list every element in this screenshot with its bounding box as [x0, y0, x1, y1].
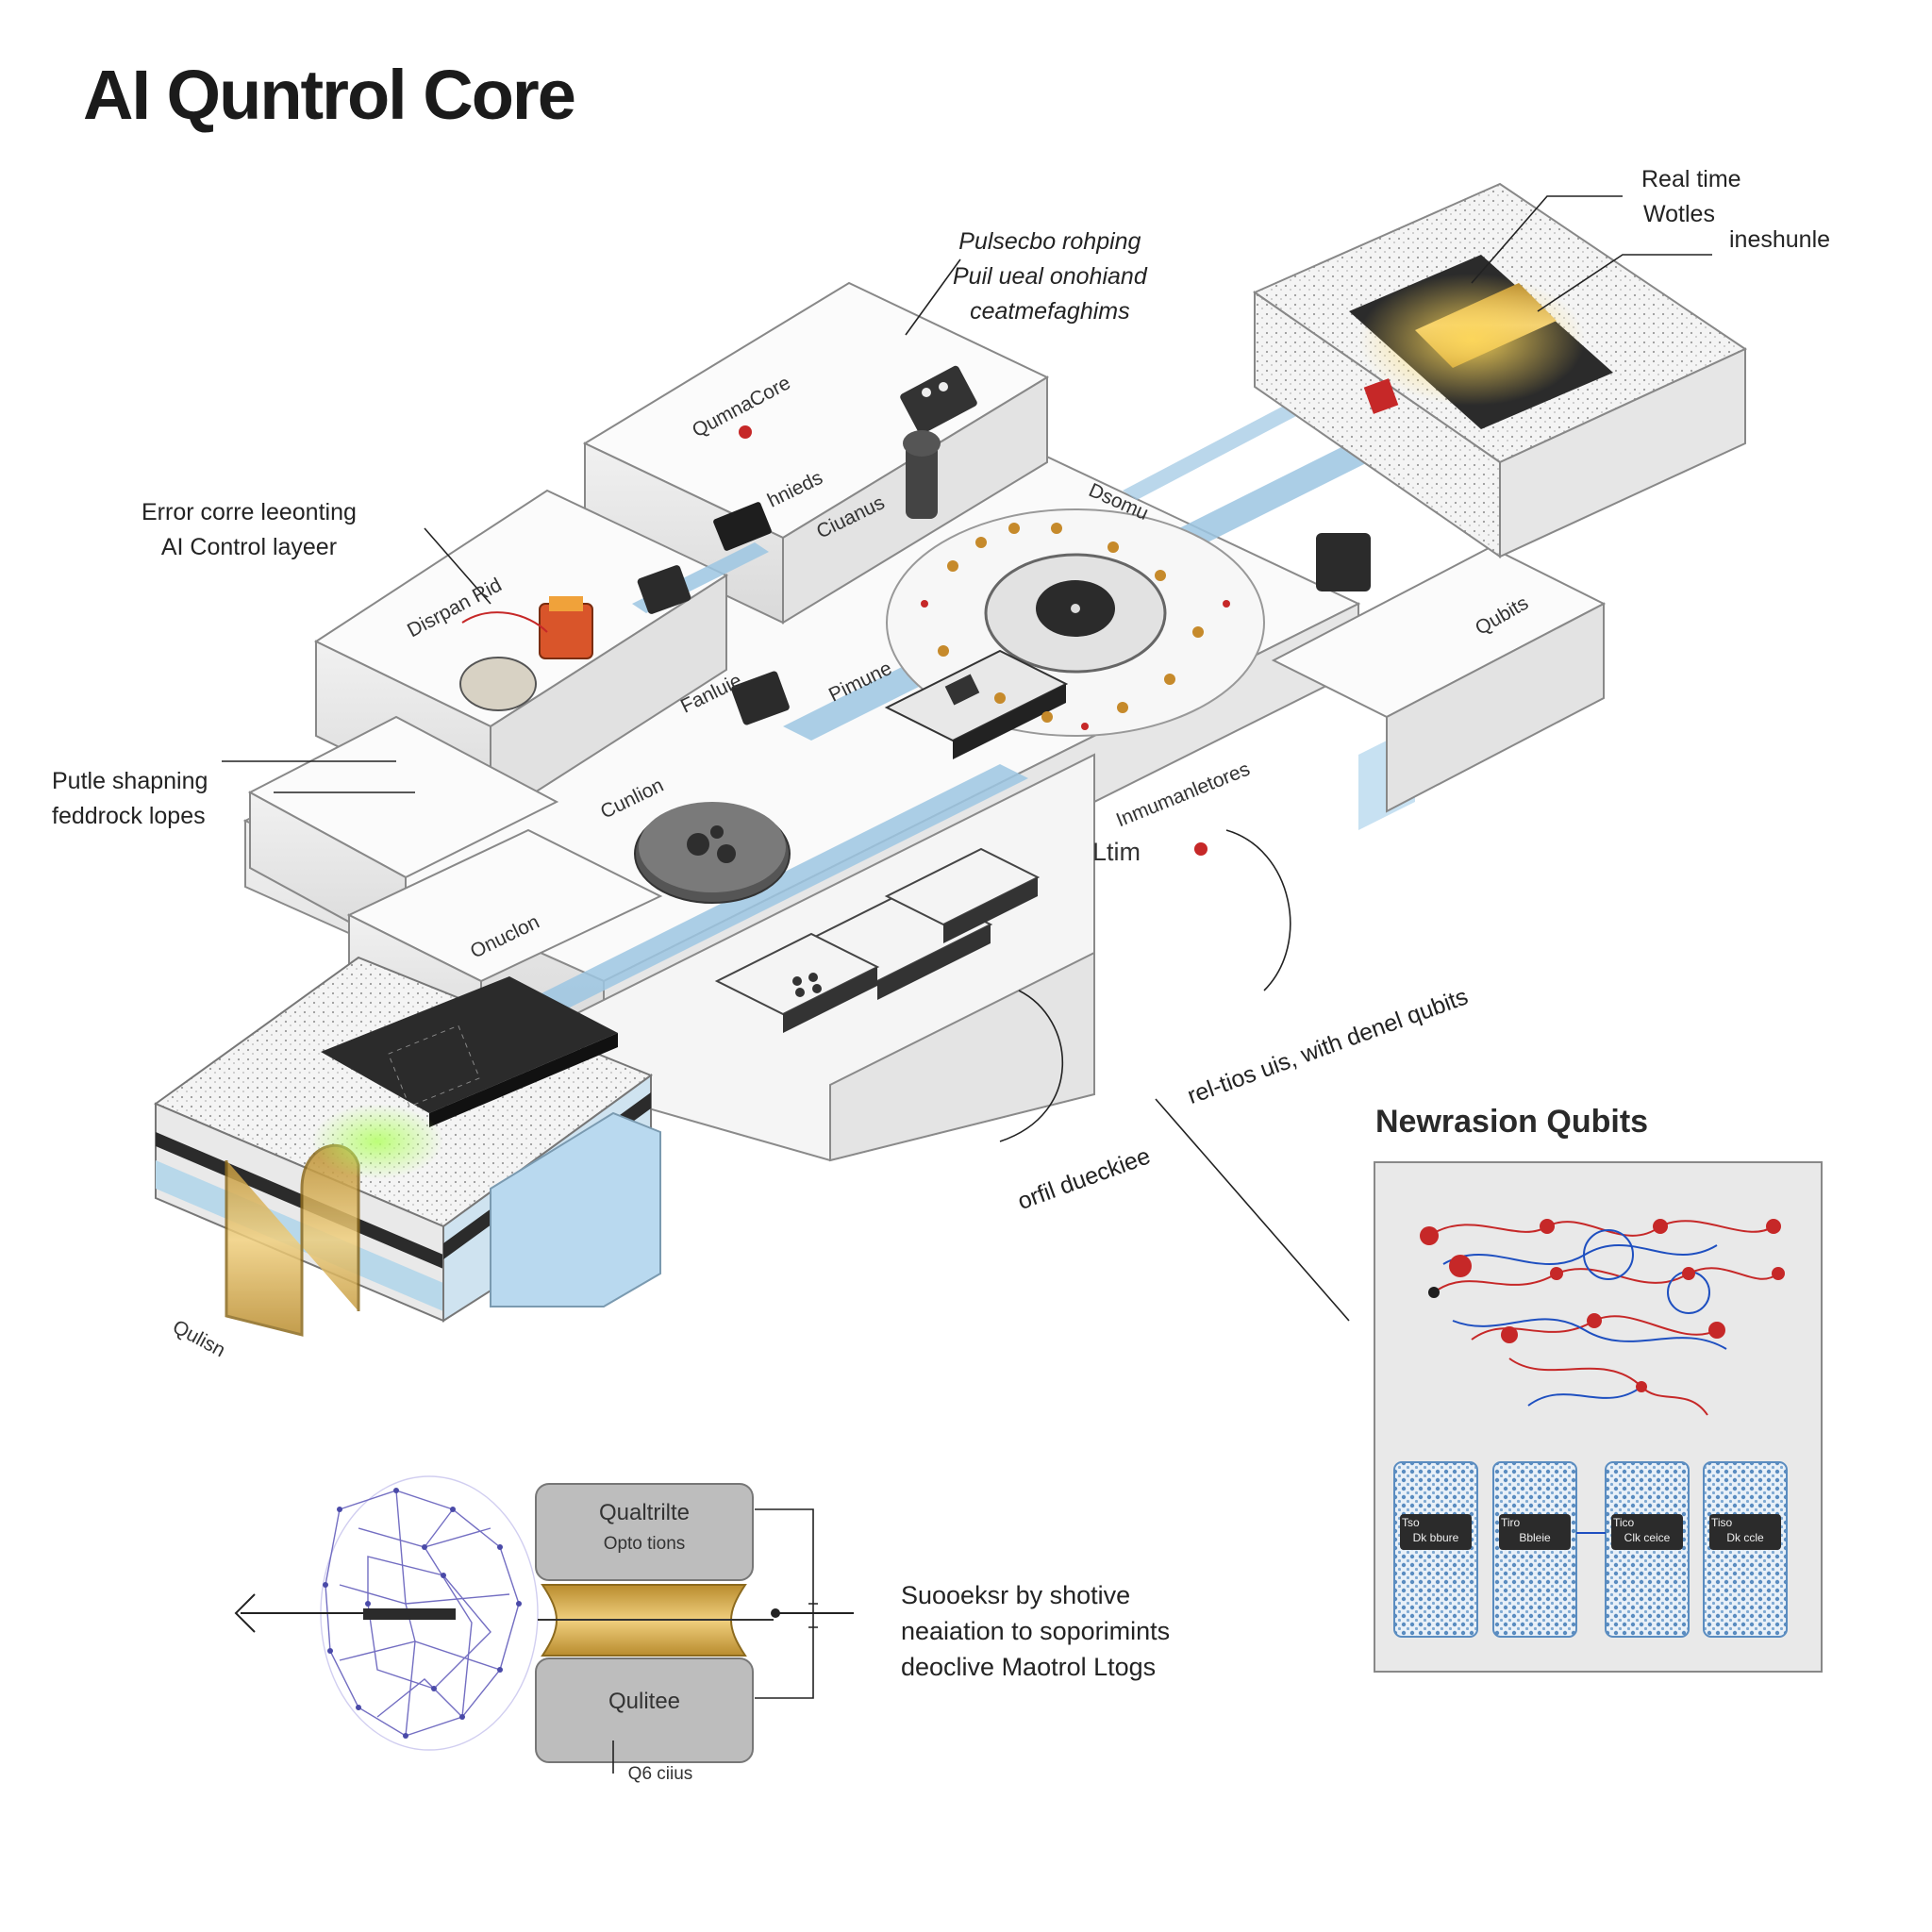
error-layer-callout: Error corre leeonting AI Control layeer	[142, 495, 357, 565]
pulse-callout-line2: Puil ueal onohiand	[953, 263, 1147, 290]
leader-lines	[222, 195, 1712, 1322]
ltim-label: Ltim	[1092, 838, 1141, 866]
pulse-control-callout: Pulsecbo rohping Puil ueal onohiand ceat…	[953, 225, 1147, 329]
page-title: AI Quntrol Core	[83, 56, 576, 134]
pulse-shaping-line1: Putle shapning	[52, 768, 208, 794]
layered-cryo-module	[153, 956, 661, 1337]
panel-title: Newrasion Qubits	[1375, 1104, 1649, 1140]
bottom-note-line2: neaiation to soporimints	[901, 1617, 1171, 1645]
module-4-line1: Tiso	[1711, 1516, 1733, 1529]
bottom-note-line1: Suooeksr by shotive	[901, 1581, 1131, 1609]
ineshunle-callout: ineshunle	[1729, 226, 1831, 253]
error-layer-line1: Error corre leeonting	[142, 499, 357, 525]
real-time-callout: Real time Wotles	[1641, 162, 1741, 232]
cap-top-label: Qualtrilte	[598, 1500, 691, 1525]
left-qubit-disc	[634, 802, 791, 904]
ltim-dot	[1194, 842, 1208, 856]
module-3-line1: Tico	[1613, 1516, 1635, 1529]
module-2-line2: Bbleie	[1519, 1531, 1551, 1544]
node-cluster	[921, 523, 1230, 730]
real-time-line1: Real time	[1641, 166, 1741, 192]
real-time-line2: Wotles	[1643, 201, 1715, 227]
module-4-line2: Dk ccle	[1726, 1531, 1764, 1544]
cap-top-sublabel: Opto tions	[603, 1534, 686, 1554]
bottom-note-callout: Suooeksr by shotive neaiation to soporim…	[901, 1577, 1170, 1685]
cap-foot-label: Q6 ciius	[627, 1764, 693, 1784]
pulse-callout-line3: ceatmefaghims	[970, 298, 1130, 325]
module-1-line1: Tso	[1402, 1516, 1420, 1529]
bottom-note-line3: deoclive Maotrol Ltogs	[901, 1653, 1157, 1681]
module-1-line2: Dk bbure	[1412, 1531, 1459, 1544]
cap-bottom-label: Qulitee	[608, 1689, 681, 1714]
pulse-callout-line1: Pulsecbo rohping	[958, 228, 1141, 255]
center-chips	[637, 430, 1371, 1033]
module-2-line1: Tiro	[1501, 1516, 1521, 1529]
realtime-block	[1252, 182, 1748, 558]
pulse-shaping-callout: Putle shapning feddrock lopes	[52, 764, 208, 834]
qubits-block	[1271, 545, 1607, 813]
pulse-shaping-line2: feddrock lopes	[52, 803, 206, 829]
module-3-line2: Clk ceice	[1624, 1531, 1671, 1544]
error-layer-line2: AI Control layeer	[160, 534, 338, 560]
